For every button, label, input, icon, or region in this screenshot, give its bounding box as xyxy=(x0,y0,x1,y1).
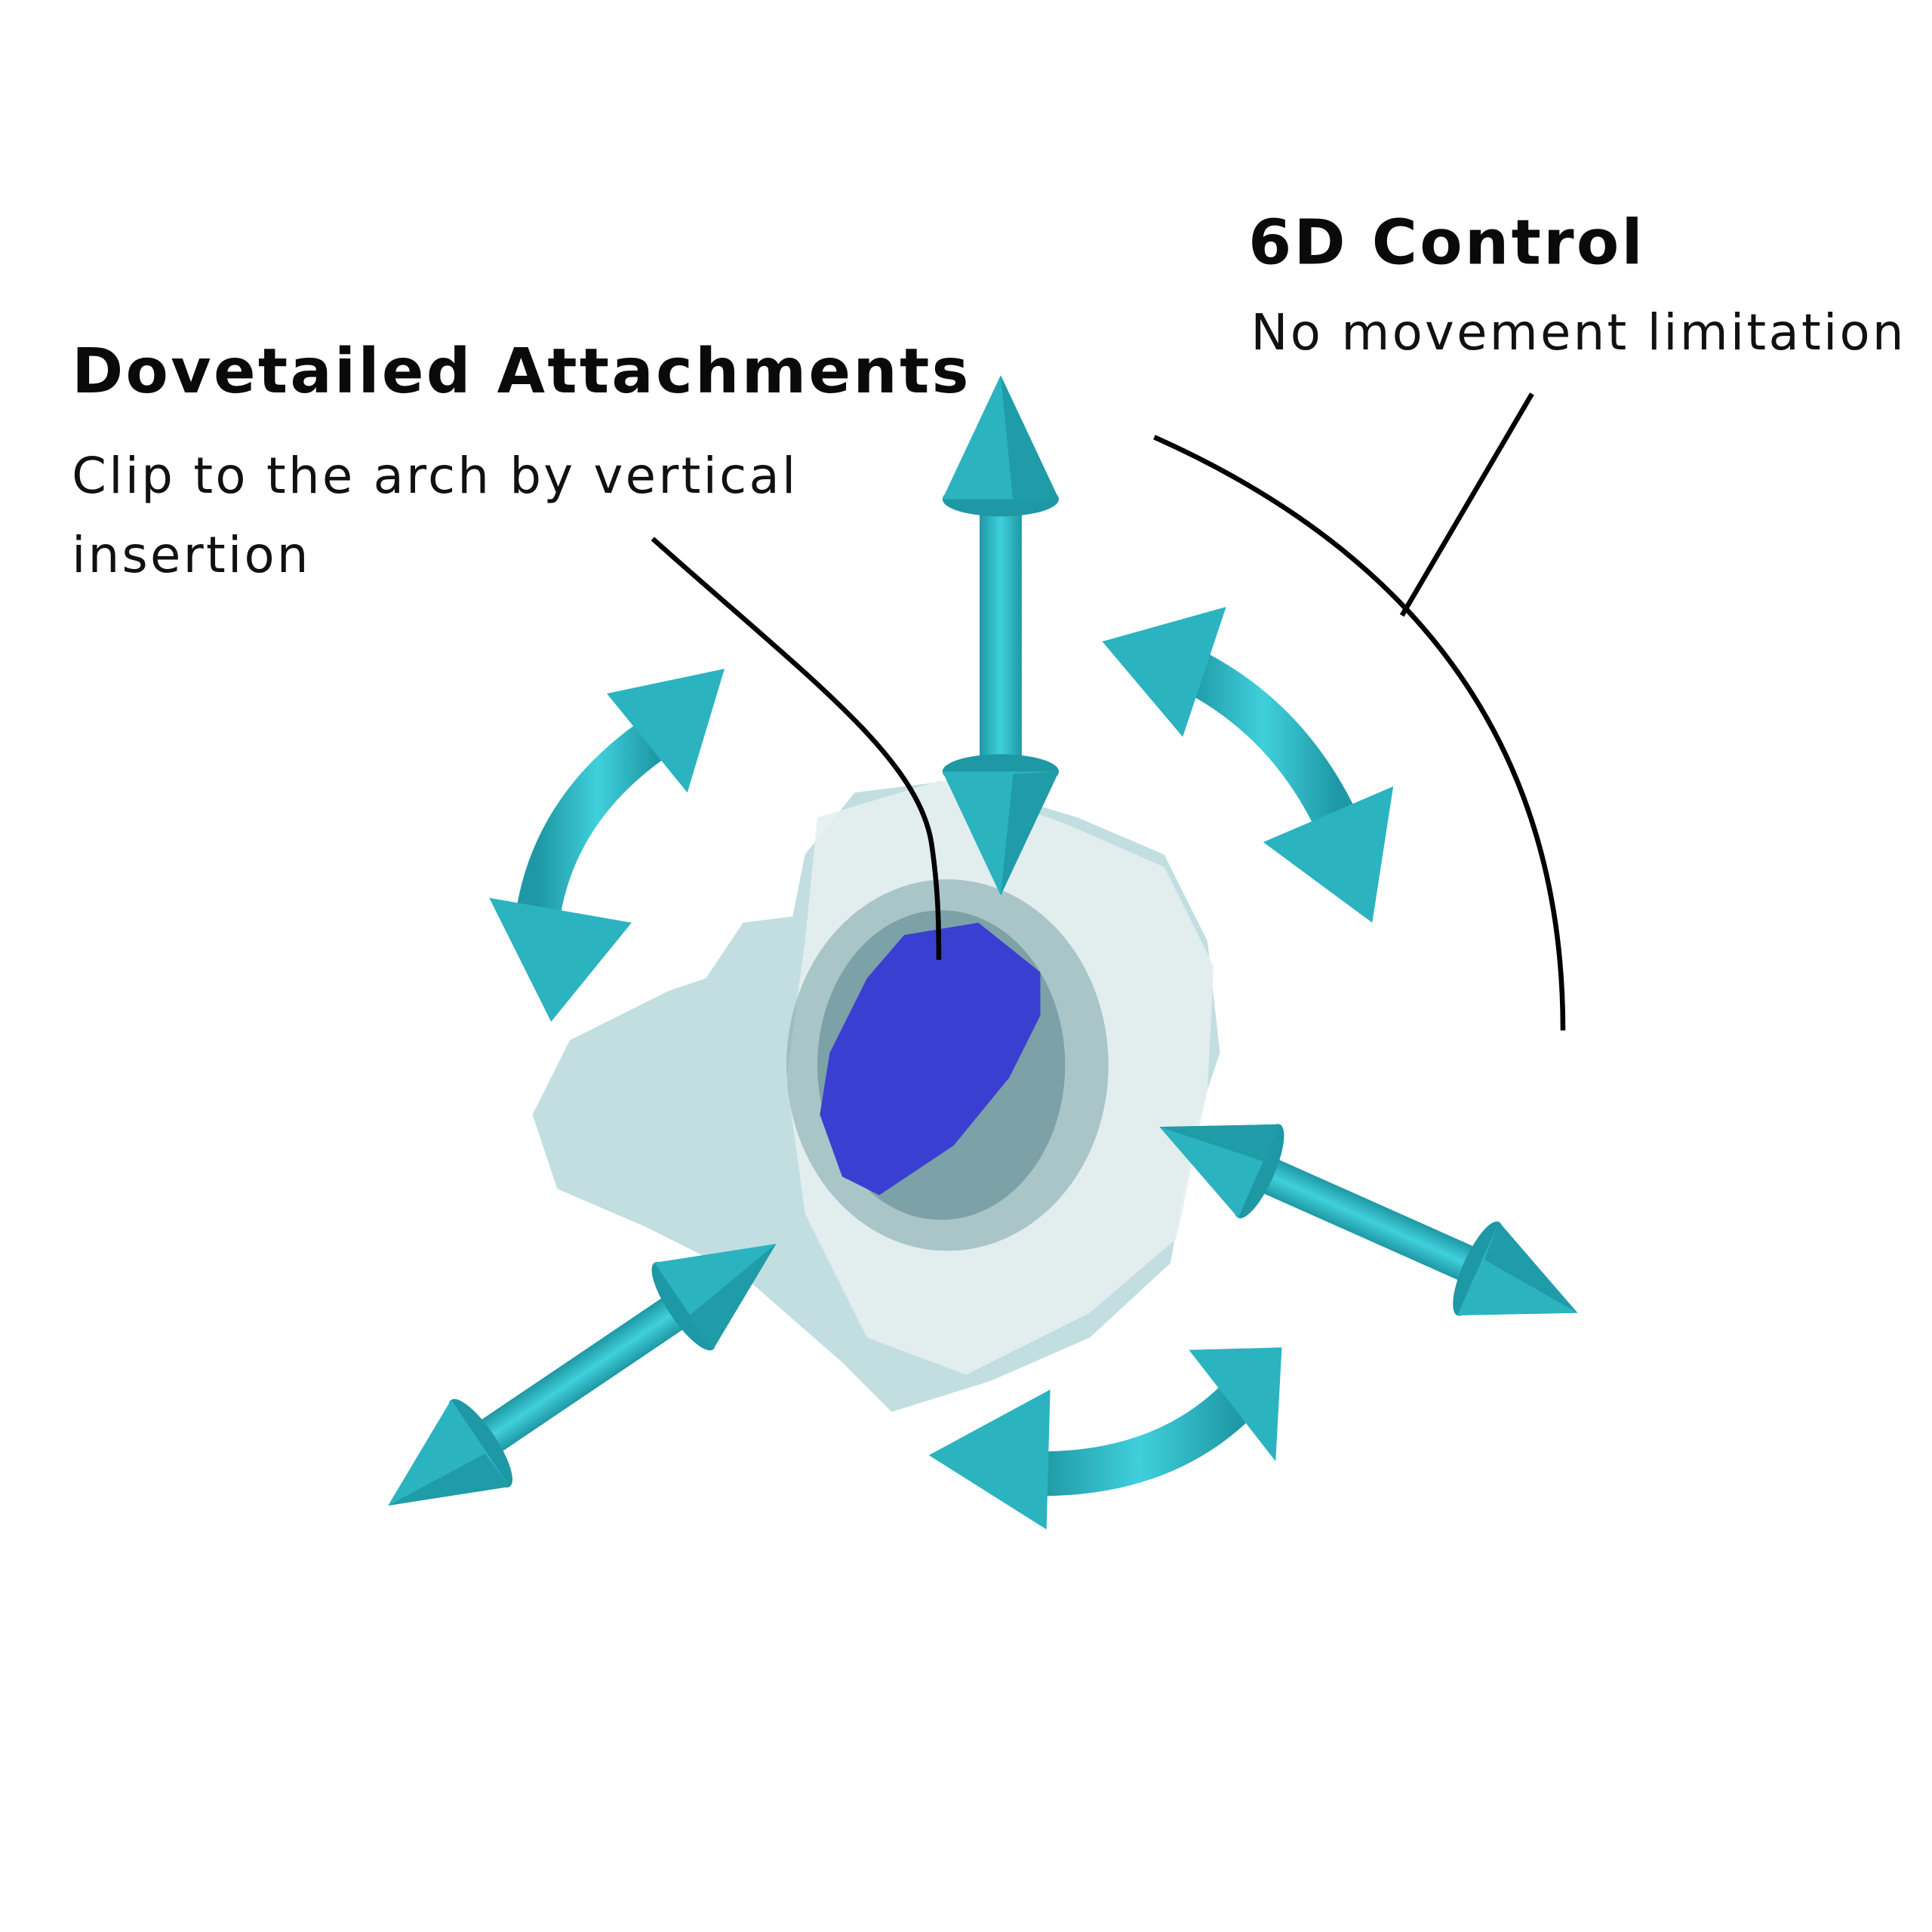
six-d-leader-line xyxy=(1399,392,1534,617)
rotation-arrow-upper-right xyxy=(1102,607,1394,923)
six-d-subtitle: No movement limitation xyxy=(1251,304,1906,361)
dovetail-subtitle-line2: insertion xyxy=(72,527,311,584)
rotation-arrow-bottom xyxy=(928,1347,1282,1530)
six-d-title: 6D Control xyxy=(1248,208,1645,279)
diagonal-translation-arrow-right xyxy=(1138,1080,1598,1360)
six-d-bracket-arc xyxy=(1153,435,1566,1031)
dovetail-subtitle-line1: Clip to the arch by vertical xyxy=(72,448,798,505)
dovetail-leader-line xyxy=(651,537,942,960)
dovetail-attachment xyxy=(820,922,1041,1195)
rotation-arrow-left xyxy=(489,669,724,1022)
diagonal-translation-arrow-lower-left xyxy=(358,1200,806,1549)
dovetail-title: Dovetailed Attachments xyxy=(72,336,971,408)
